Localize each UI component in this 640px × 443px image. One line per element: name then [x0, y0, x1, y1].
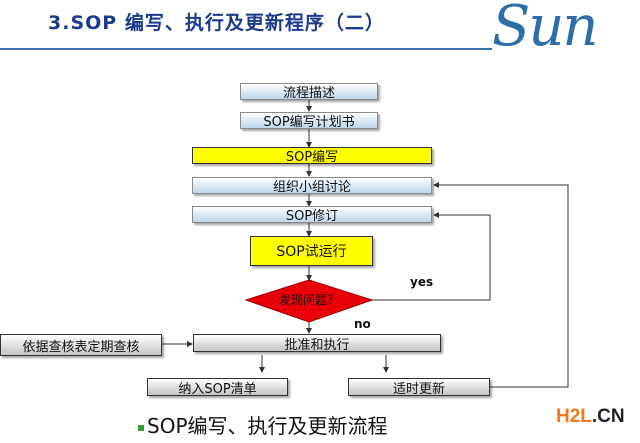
step-sop-writing: SOP编写 [192, 147, 432, 165]
sun-logo: Sun [492, 0, 598, 59]
step-periodic-audit: 依据查核表定期查核 [0, 334, 162, 356]
watermark-part2: .CN [591, 406, 625, 427]
step-approve-execute: 批准和执行 [193, 334, 441, 353]
title-divider [0, 48, 492, 50]
step-sop-plan: SOP编写计划书 [240, 112, 378, 130]
watermark: H2L.CN [556, 406, 625, 428]
step-process-description: 流程描述 [240, 83, 378, 101]
caption-text: SOP编写、执行及更新流程 [147, 414, 388, 438]
yes-label: yes [410, 275, 434, 289]
step-group-discussion: 组织小组讨论 [192, 177, 432, 195]
step-add-to-sop-list: 纳入SOP清单 [147, 378, 288, 397]
slide-caption: SOP编写、执行及更新流程 [138, 410, 388, 439]
slide-title: 3.SOP 编写、执行及更新程序（二） [48, 12, 385, 34]
step-sop-revision: SOP修订 [192, 206, 432, 224]
decision-diamond [244, 279, 374, 323]
no-label: no [354, 317, 371, 331]
step-timely-update: 适时更新 [348, 378, 490, 397]
decision-label: 发现问题？ [278, 293, 339, 307]
watermark-part1: H2L [556, 406, 592, 427]
step-sop-trial: SOP试运行 [250, 236, 373, 266]
bullet-icon [138, 424, 144, 431]
